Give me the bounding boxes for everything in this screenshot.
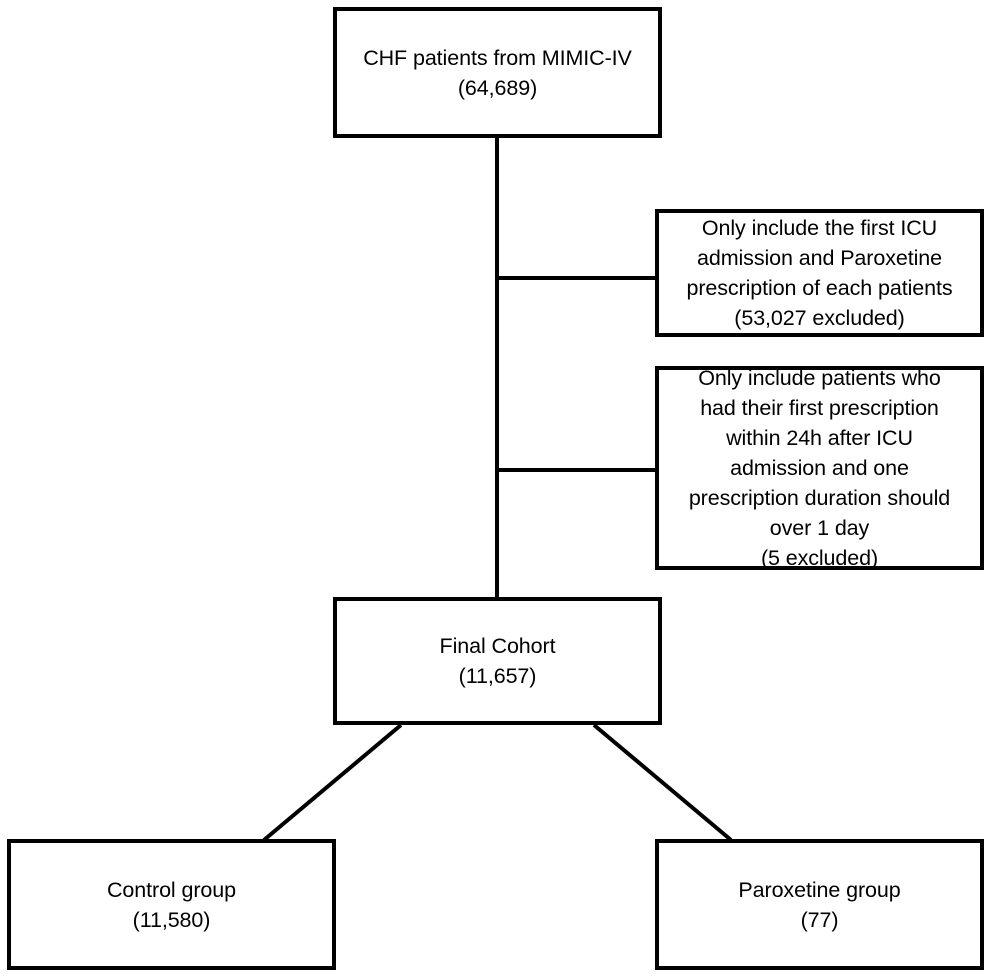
connector-diagonal-control-group <box>262 723 403 842</box>
connector-diagonal-paroxetine-group <box>592 723 733 842</box>
node-exclusion-criterion-2: Only include patients who had their firs… <box>655 366 984 570</box>
node-control-group: Control group (11,580) <box>7 839 336 970</box>
node-paroxetine-group: Paroxetine group (77) <box>655 839 984 970</box>
node-paroxetine-group-label: Paroxetine group (77) <box>738 877 901 932</box>
node-final-cohort-label: Final Cohort (11,657) <box>439 634 556 688</box>
node-source-population: CHF patients from MIMIC-IV (64,689) <box>333 7 662 138</box>
node-final-cohort: Final Cohort (11,657) <box>333 597 662 725</box>
node-source-population-label: CHF patients from MIMIC-IV (64,689) <box>363 45 632 100</box>
node-control-group-label: Control group (11,580) <box>107 877 236 932</box>
node-exclusion-criterion-1-label: Only include the first ICU admission and… <box>686 216 953 330</box>
node-exclusion-criterion-1: Only include the first ICU admission and… <box>655 209 984 337</box>
node-exclusion-criterion-2-label: Only include patients who had their firs… <box>688 366 951 570</box>
